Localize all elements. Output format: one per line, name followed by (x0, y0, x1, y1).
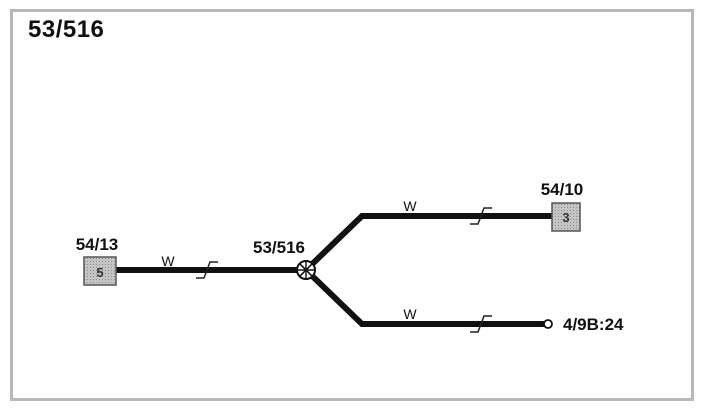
connector-54-13-pin: 5 (96, 265, 103, 280)
wire-break-lower (470, 315, 492, 333)
wire-upper-color: W (403, 198, 417, 214)
diagram-title: 53/516 (28, 16, 105, 43)
terminal-4-9b-24-icon (543, 319, 553, 329)
splice-label: 53/516 (253, 238, 305, 257)
connector-54-10-box (551, 202, 581, 232)
wire-upper (303, 213, 552, 273)
wire-lower (303, 267, 545, 327)
connector-54-10-pin: 3 (562, 210, 569, 225)
terminal-4-9b-24-label: 4/9B:24 (563, 315, 624, 334)
wire-break-upper (470, 207, 492, 225)
wire-left-color: W (161, 253, 175, 269)
connector-54-10-label: 54/10 (541, 180, 584, 199)
wire-break-left (196, 261, 218, 279)
connector-54-13-box (83, 256, 117, 286)
connector-54-13-label: 54/13 (76, 235, 119, 254)
wire-lower-color: W (403, 306, 417, 322)
